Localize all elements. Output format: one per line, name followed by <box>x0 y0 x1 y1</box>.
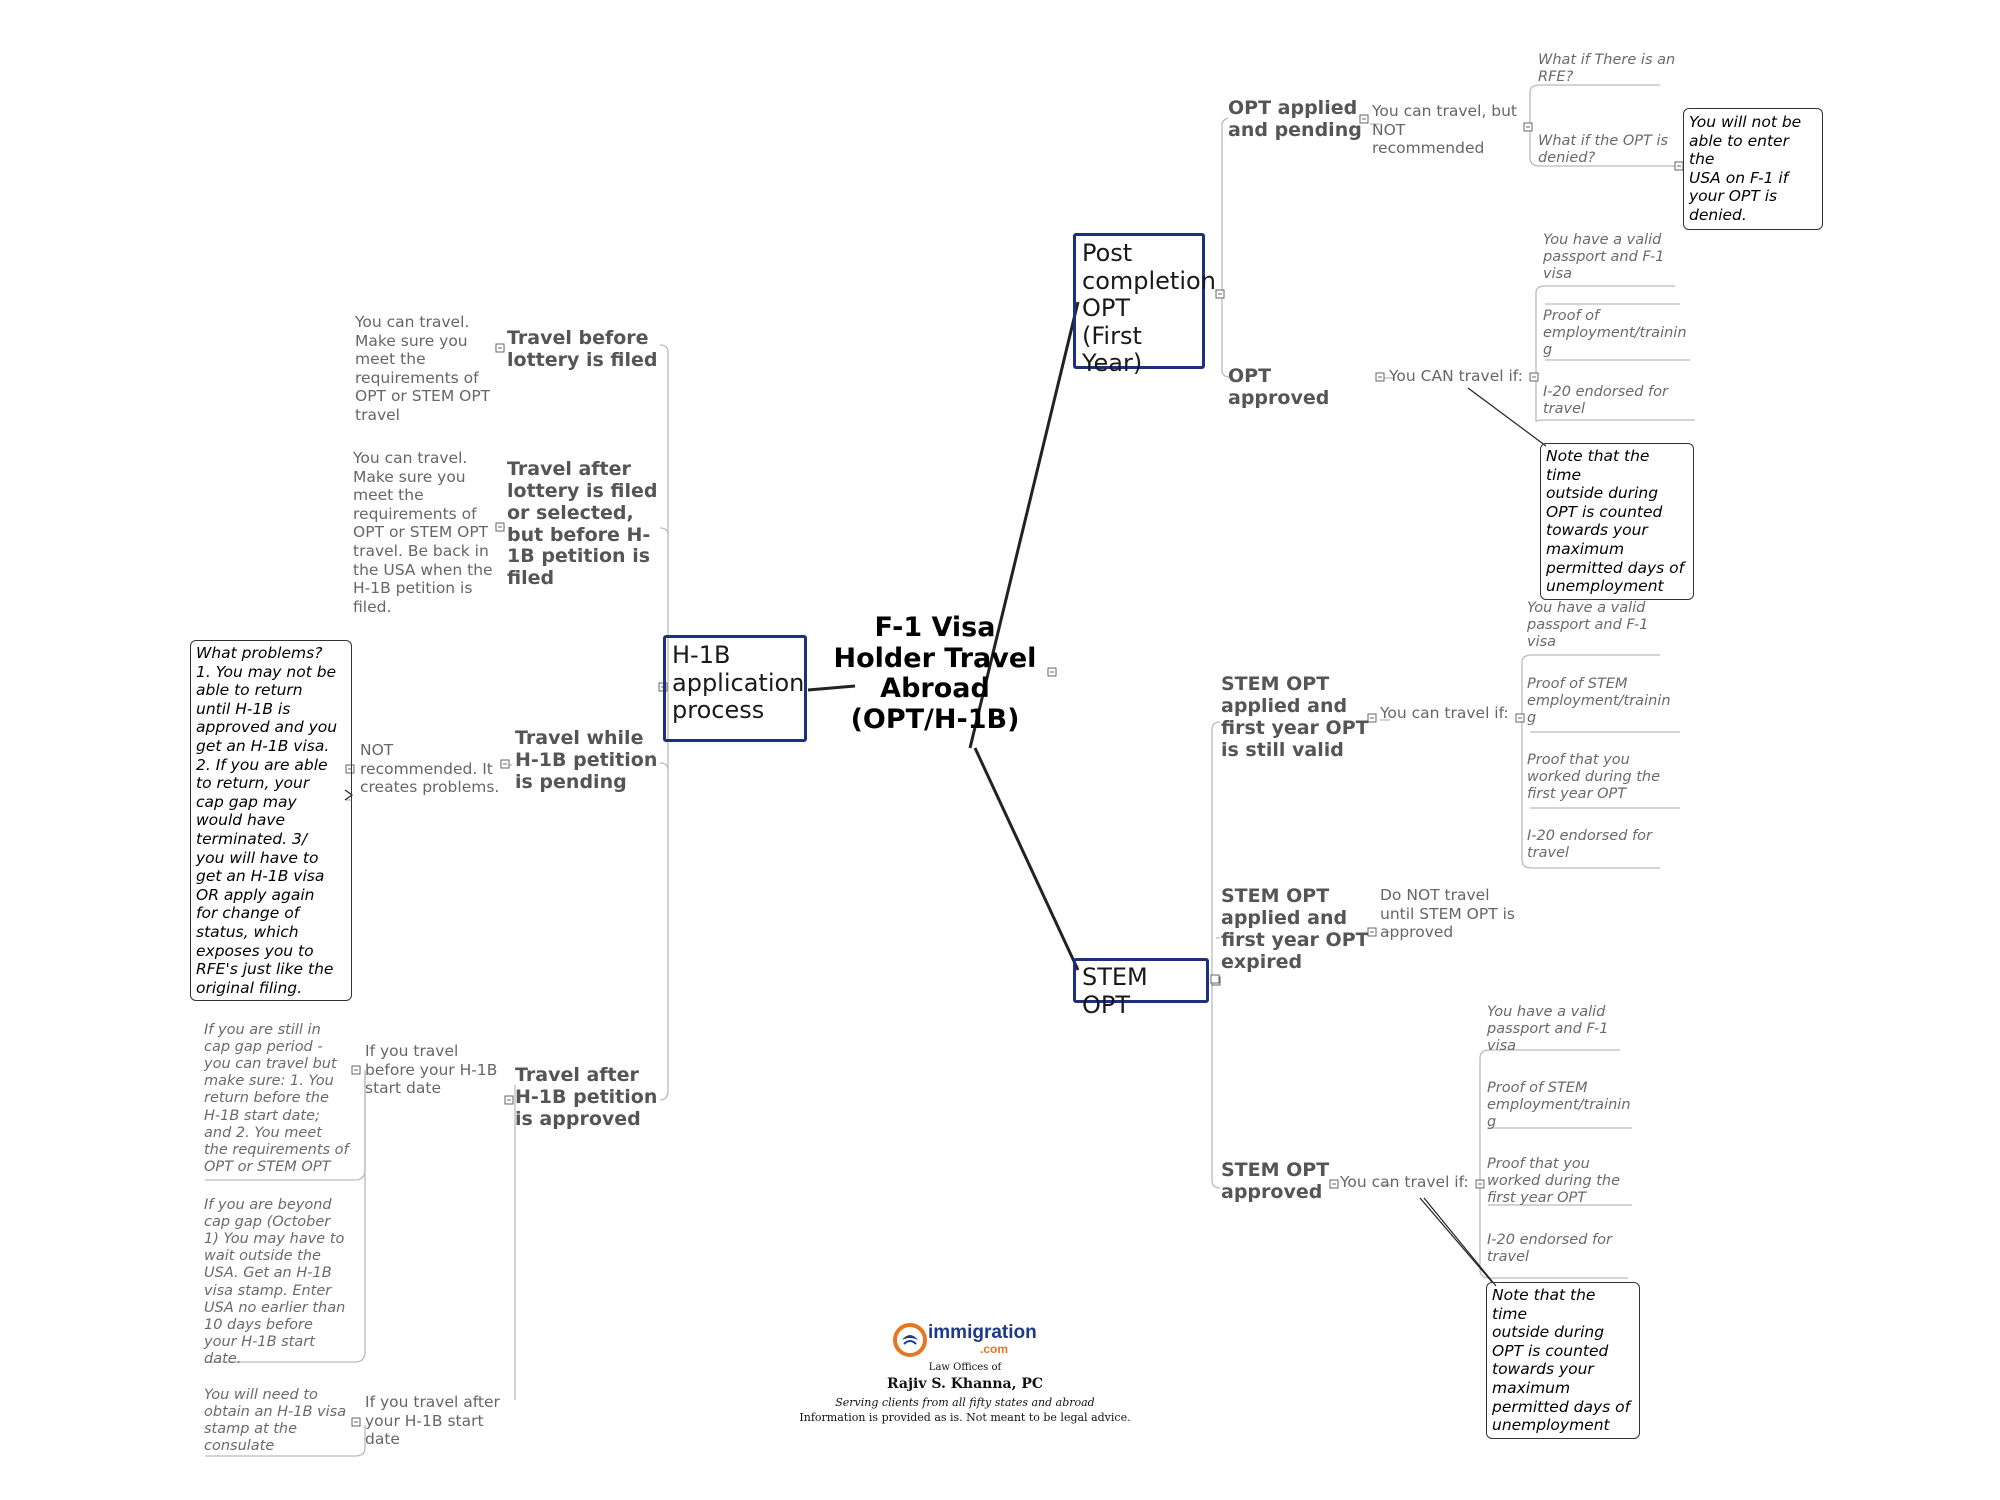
stem-valid-item-4[interactable]: I-20 endorsed for travel <box>1527 828 1652 862</box>
opt-unemployment-callout: Note that the time outside during OPT is… <box>1540 443 1694 600</box>
logo-text: immigration <box>928 1322 1037 1343</box>
stem-valid-title[interactable]: STEM OPT applied and first year OPT is s… <box>1221 673 1369 761</box>
opt-question-rfe[interactable]: What if There is an RFE? <box>1538 52 1676 86</box>
logo-emblem-icon <box>893 1323 927 1357</box>
stem-approved-item-1[interactable]: You have a valid passport and F-1 visa <box>1487 1004 1609 1055</box>
h1b-before-lottery-title[interactable]: Travel before lottery is filed <box>507 327 658 371</box>
opt-denied-callout: You will not be able to enter the USA on… <box>1683 108 1823 230</box>
h1b-before-lottery-note[interactable]: You can travel. Make sure you meet the r… <box>355 313 491 424</box>
opt-approved-answer[interactable]: You CAN travel if: <box>1389 367 1523 385</box>
stem-expired-answer[interactable]: Do NOT travel until STEM OPT is approved <box>1380 886 1515 942</box>
firm-name: Rajiv S. Khanna, PC <box>886 1376 1044 1392</box>
h1b-after-lottery-title[interactable]: Travel after lottery is filed or selecte… <box>507 458 658 590</box>
stem-valid-item-1[interactable]: You have a valid passport and F-1 visa <box>1527 600 1649 651</box>
h1b-after-lottery-note[interactable]: You can travel. Make sure you meet the r… <box>353 449 493 616</box>
stem-valid-answer[interactable]: You can travel if: <box>1380 704 1509 722</box>
opt-pending-answer[interactable]: You can travel, but NOT recommended <box>1372 102 1517 158</box>
stem-approved-item-4[interactable]: I-20 endorsed for travel <box>1487 1232 1612 1266</box>
stem-approved-title[interactable]: STEM OPT approved <box>1221 1159 1330 1203</box>
immigration-logo[interactable]: immigration .com <box>780 1318 1150 1358</box>
opt-approved-item-3[interactable]: I-20 endorsed for travel <box>1543 384 1668 418</box>
stem-approved-answer[interactable]: You can travel if: <box>1340 1173 1469 1191</box>
root-topic[interactable]: F-1 Visa Holder Travel Abroad (OPT/H-1B) <box>833 612 1037 735</box>
opt-approved-item-1[interactable]: You have a valid passport and F-1 visa <box>1543 232 1665 283</box>
disclaimer-text: Information is provided as is. Not meant… <box>799 1411 1131 1424</box>
h1b-approved-title[interactable]: Travel after H-1B petition is approved <box>515 1064 658 1130</box>
stem-unemployment-callout: Note that the time outside during OPT is… <box>1486 1282 1640 1439</box>
law-offices-label: Law Offices of <box>928 1362 1002 1373</box>
stem-approved-item-3[interactable]: Proof that you worked during the first y… <box>1487 1156 1621 1207</box>
serving-text: Serving clients from all fifty states an… <box>835 1396 1095 1409</box>
h1b-beyond-cap-gap-note[interactable]: If you are beyond cap gap (October 1) Yo… <box>204 1197 346 1367</box>
stem-valid-item-2[interactable]: Proof of STEM employment/trainin g <box>1527 676 1671 727</box>
h1b-pending-note[interactable]: NOT recommended. It creates problems. <box>360 741 500 797</box>
logo-domain: .com <box>980 1342 1009 1356</box>
h1b-cap-gap-note[interactable]: If you are still in cap gap period - you… <box>204 1022 349 1175</box>
h1b-visa-stamp-note[interactable]: You will need to obtain an H-1B visa sta… <box>204 1387 347 1455</box>
stem-expired-title[interactable]: STEM OPT applied and first year OPT expi… <box>1221 885 1369 973</box>
stem-valid-item-3[interactable]: Proof that you worked during the first y… <box>1527 752 1661 803</box>
h1b-before-start-label[interactable]: If you travel before your H-1B start dat… <box>365 1042 498 1098</box>
stem-approved-item-2[interactable]: Proof of STEM employment/trainin g <box>1487 1080 1631 1131</box>
footer-logo-block: immigration .com Law Offices of Rajiv S.… <box>780 1318 1150 1424</box>
h1b-after-start-label[interactable]: If you travel after your H-1B start date <box>365 1393 500 1449</box>
opt-pending-title[interactable]: OPT applied and pending <box>1228 97 1362 141</box>
opt-approved-item-2[interactable]: Proof of employment/trainin g <box>1543 308 1687 359</box>
opt-question-denied[interactable]: What if the OPT is denied? <box>1538 133 1669 167</box>
node-h1b-application[interactable]: H-1B application process <box>663 635 807 742</box>
opt-approved-title[interactable]: OPT approved <box>1228 365 1330 409</box>
node-stem-opt[interactable]: STEM OPT <box>1073 958 1209 1018</box>
node-post-completion-opt[interactable]: Post completion OPT (First Year) <box>1073 233 1216 377</box>
h1b-pending-title[interactable]: Travel while H-1B petition is pending <box>515 727 658 793</box>
h1b-pending-problems-callout: What problems? 1. You may not be able to… <box>190 640 352 1002</box>
